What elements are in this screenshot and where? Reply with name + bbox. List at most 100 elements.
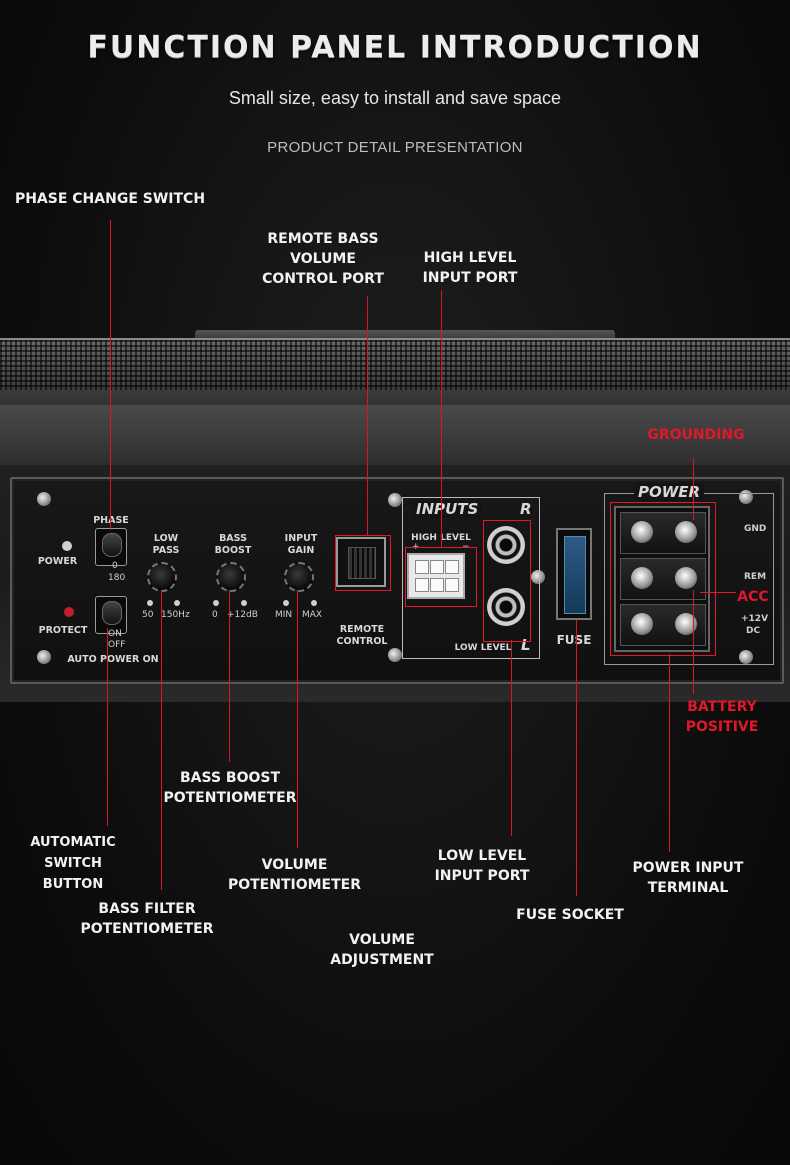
pin — [445, 560, 459, 574]
callout-power-input-terminal: POWER INPUT TERMINAL — [622, 858, 754, 898]
v12-label: +12V — [741, 614, 769, 624]
label-line: BASS — [219, 533, 247, 544]
callout-phase-change-switch: PHASE CHANGE SWITCH — [14, 191, 206, 207]
terminal-rem[interactable] — [620, 558, 706, 600]
screw-icon — [631, 521, 653, 543]
callout-line: VOLUME — [349, 932, 415, 948]
leader-line — [229, 590, 230, 762]
callout-line: POSITIVE — [685, 719, 759, 735]
leader-line — [110, 220, 111, 530]
callout-line: INPUT PORT — [434, 868, 530, 884]
callout-line: AUTOMATIC — [30, 835, 116, 850]
callout-line: CONTROL PORT — [262, 271, 384, 287]
leader-line — [107, 628, 108, 826]
callout-line: BASS BOOST — [179, 770, 281, 786]
label-line: BOOST — [214, 545, 252, 556]
callout-volume-potentiometer: VOLUME POTENTIOMETER — [222, 855, 367, 895]
bass-boost-max: +12dB — [227, 610, 258, 620]
callout-line: REMOTE BASS — [267, 231, 379, 247]
high-level-input-port[interactable] — [407, 553, 465, 599]
chassis-band — [0, 405, 790, 465]
phase-label: PHASE — [86, 515, 136, 527]
screw-icon — [631, 613, 653, 635]
fuse-socket[interactable] — [556, 528, 592, 620]
switch-knob — [102, 533, 122, 557]
leader-line — [693, 458, 694, 520]
callout-line: POTENTIOMETER — [227, 877, 362, 893]
label-line: PASS — [152, 545, 180, 556]
screw-icon — [675, 613, 697, 635]
power-led-icon — [62, 541, 72, 551]
low-pass-max: 150Hz — [161, 610, 190, 620]
pin — [430, 560, 444, 574]
callout-bass-filter-potentiometer: BASS FILTER POTENTIOMETER — [72, 899, 222, 939]
fuse-label: FUSE — [556, 633, 592, 647]
callout-bass-boost-potentiometer: BASS BOOST POTENTIOMETER — [150, 768, 310, 808]
section-label: PRODUCT DETAIL PRESENTATION — [267, 139, 523, 156]
rem-label: REM — [744, 572, 767, 582]
phase-switch[interactable] — [95, 528, 127, 566]
left-channel-label: L — [521, 636, 531, 654]
callout-volume-adjustment: VOLUME ADJUSTMENT — [318, 930, 446, 970]
callout-line: VOLUME — [290, 251, 356, 267]
callout-acc: ACC — [737, 589, 769, 605]
leader-line — [700, 592, 736, 593]
leader-line — [441, 290, 442, 548]
protect-led-icon — [64, 607, 74, 617]
callout-line: BASS FILTER — [98, 901, 196, 917]
callout-battery-positive: BATTERY POSITIVE — [672, 697, 772, 737]
page-subtitle: Small size, easy to install and save spa… — [228, 88, 562, 108]
callout-line: LOW LEVEL — [437, 848, 527, 864]
rca-left-input[interactable] — [487, 588, 525, 626]
leader-line — [161, 590, 162, 890]
callout-line: ADJUSTMENT — [330, 952, 434, 968]
bass-boost-min: 0 — [212, 610, 218, 620]
on-label: ON — [108, 629, 122, 639]
power-label: POWER — [37, 556, 78, 567]
heatsink-grille — [0, 338, 790, 392]
gain-min: MIN — [275, 610, 293, 620]
highlight-box — [483, 520, 531, 642]
pin — [415, 560, 429, 574]
rca-right-input[interactable] — [487, 526, 525, 564]
input-gain-label: INPUT GAIN — [273, 533, 329, 557]
callout-line: POTENTIOMETER — [163, 790, 297, 806]
callout-line: HIGH LEVEL — [423, 250, 517, 266]
power-group-label: POWER — [634, 483, 705, 501]
indicator-dot — [147, 600, 153, 606]
terminal-12v[interactable] — [620, 604, 706, 646]
bass-boost-knob[interactable] — [216, 562, 246, 592]
callout-remote-bass-volume: REMOTE BASS VOLUME CONTROL PORT — [248, 229, 398, 289]
terminal-gnd[interactable] — [620, 512, 706, 554]
pin — [445, 578, 459, 592]
screw-icon — [531, 570, 545, 584]
label-line: INPUT — [284, 533, 318, 544]
dc-label: DC — [746, 626, 761, 636]
callout-high-level-input: HIGH LEVEL INPUT PORT — [410, 248, 530, 288]
phase-180-label: 180 — [108, 573, 126, 583]
auto-power-switch[interactable] — [95, 596, 127, 634]
screw-icon — [388, 648, 402, 662]
remote-control-label: REMOTE CONTROL — [326, 624, 398, 648]
switch-knob — [102, 601, 122, 625]
low-pass-knob[interactable] — [147, 562, 177, 592]
callout-line: POWER INPUT — [632, 860, 744, 876]
port-contacts — [348, 547, 376, 579]
highlight-box — [610, 502, 716, 656]
callout-line: POTENTIOMETER — [80, 921, 214, 937]
auto-power-on-label: AUTO POWER ON — [67, 654, 159, 665]
indicator-dot — [283, 600, 289, 606]
pin — [415, 578, 429, 592]
remote-control-port[interactable] — [336, 537, 386, 587]
leader-line — [511, 640, 512, 836]
off-label: OFF — [108, 640, 126, 650]
leader-line — [693, 590, 694, 694]
input-gain-knob[interactable] — [284, 562, 314, 592]
indicator-dot — [213, 600, 219, 606]
high-level-label: HIGH LEVEL — [411, 533, 471, 543]
callout-line: TERMINAL — [647, 880, 729, 896]
inputs-frame — [402, 497, 540, 659]
gain-max: MAX — [302, 610, 323, 620]
right-channel-label: R — [520, 500, 532, 518]
bass-boost-label: BASS BOOST — [205, 533, 261, 557]
